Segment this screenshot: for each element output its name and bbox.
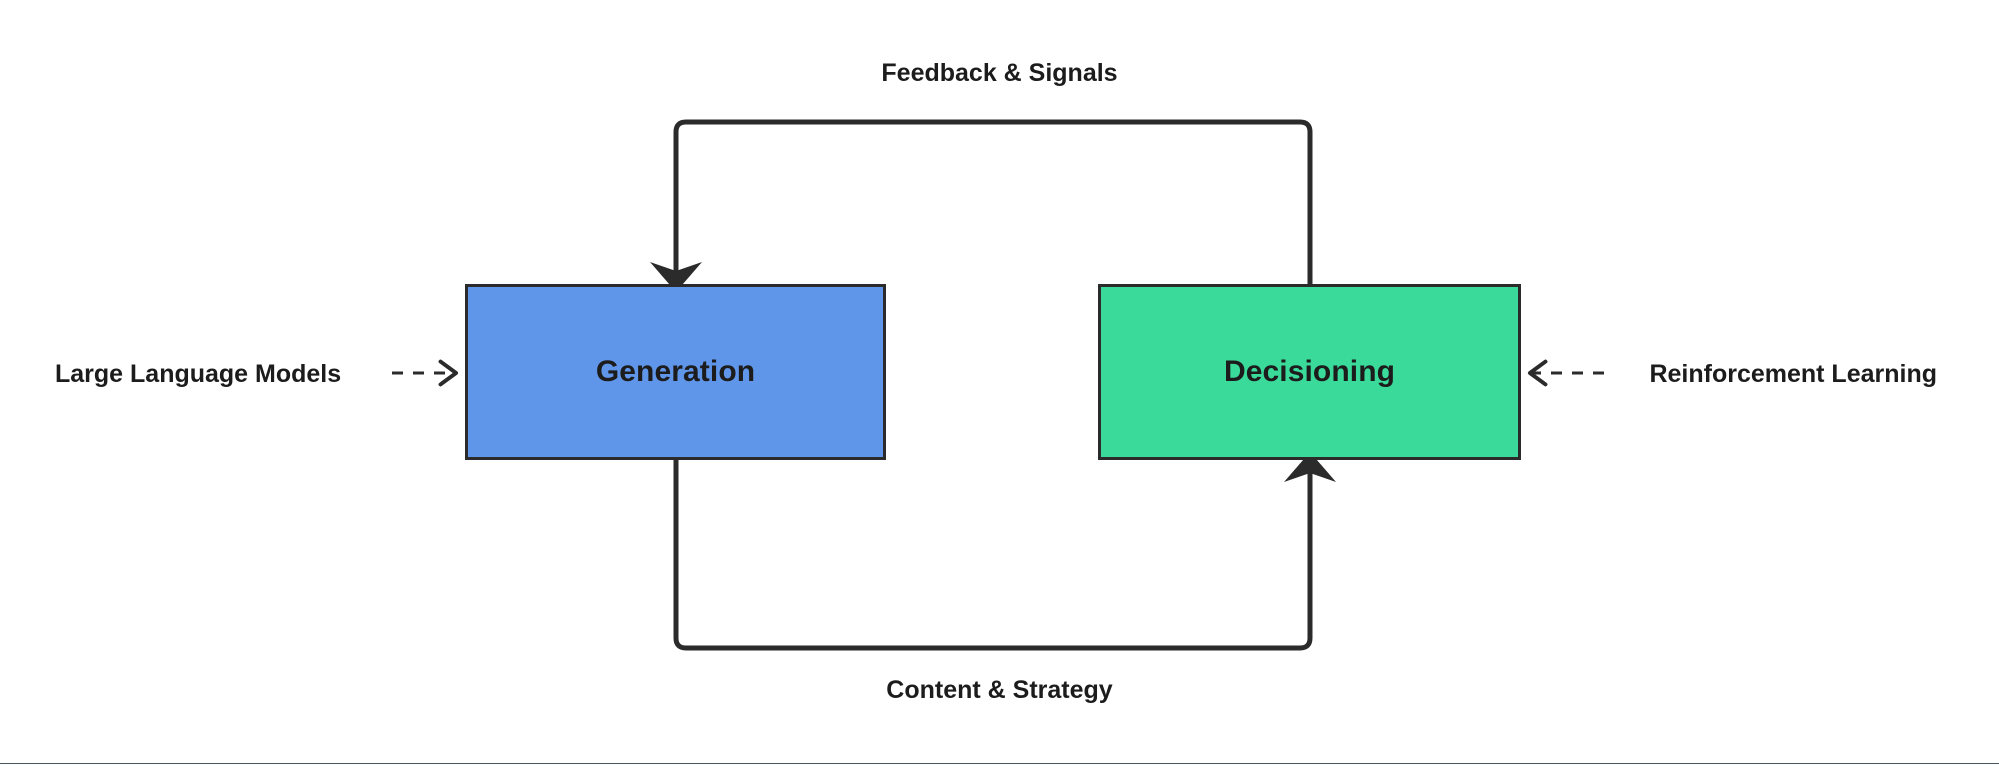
node-generation[interactable]: Generation xyxy=(465,284,886,460)
edge-label-large-language-models: Large Language Models xyxy=(55,360,342,388)
footer-divider xyxy=(0,763,1999,764)
edge-feedback-signals-path xyxy=(650,119,1313,292)
node-generation-label: Generation xyxy=(595,355,756,388)
node-decisioning-label: Decisioning xyxy=(1223,355,1396,388)
edge-content-strategy-path xyxy=(673,452,1336,651)
edge-label-content-strategy: Content & Strategy xyxy=(886,676,1113,704)
edge-label-feedback-signals: Feedback & Signals xyxy=(881,59,1118,87)
node-decisioning[interactable]: Decisioning xyxy=(1098,284,1521,460)
edge-label-reinforcement-learning: Reinforcement Learning xyxy=(1649,360,1937,388)
